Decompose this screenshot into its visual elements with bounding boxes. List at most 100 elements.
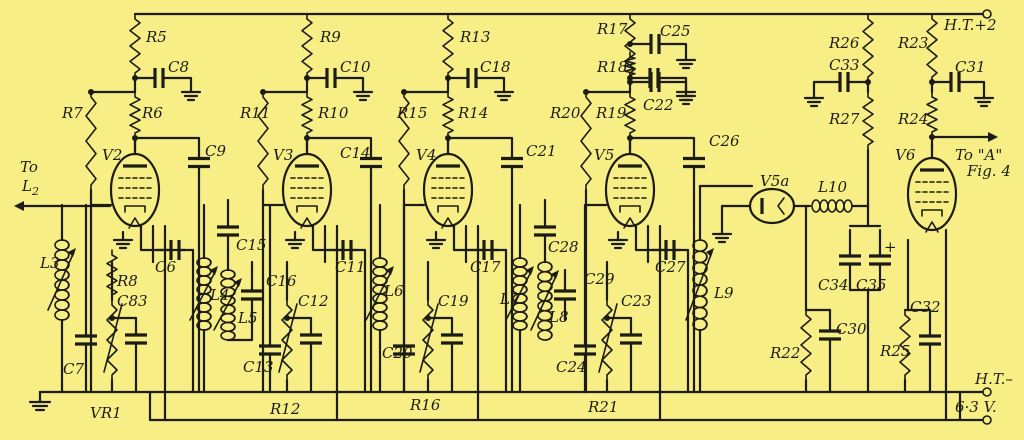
- valve-v4-earth: [425, 230, 447, 250]
- capacitor-c12: [300, 316, 322, 362]
- capacitor-c31: [930, 72, 980, 92]
- label-c6: C6: [155, 258, 176, 276]
- coil-l5: [213, 269, 242, 341]
- valve-v5: [604, 138, 656, 229]
- label-r20: R20: [549, 104, 581, 122]
- label-c16: C16: [266, 272, 297, 290]
- capacitor-c26: [683, 148, 705, 177]
- label-r16: R16: [409, 396, 441, 414]
- label-r10: R10: [317, 104, 349, 122]
- capacitor-c35: [869, 228, 891, 292]
- label-l7: L7: [499, 290, 520, 308]
- resistor-r11: [257, 91, 269, 191]
- label-c25: C25: [660, 22, 691, 40]
- label-r12: R12: [269, 400, 300, 418]
- label-r11: R11: [239, 104, 270, 122]
- resistor-r9: [301, 13, 313, 79]
- label-c23: C23: [621, 292, 652, 310]
- capacitor-c9: [188, 148, 210, 177]
- capacitor-c7: [75, 298, 97, 382]
- label-r23: R23: [897, 34, 928, 52]
- capacitor-c8: [133, 68, 185, 88]
- label-r6: R6: [141, 104, 163, 122]
- label-c8: C8: [168, 58, 189, 76]
- valve-v6: [906, 142, 958, 233]
- label-c32: C32: [910, 298, 941, 316]
- label-c10: C10: [340, 58, 371, 76]
- label-l2-sub: 2: [31, 185, 39, 198]
- c33-earth: [803, 88, 825, 108]
- label-vr1: VR1: [90, 404, 122, 422]
- capacitor-c83: [125, 316, 147, 362]
- label-v6: V6: [895, 146, 916, 164]
- label-c29: C29: [584, 270, 615, 288]
- label-c11: C11: [335, 258, 366, 276]
- label-v4: V4: [416, 146, 436, 164]
- label-63v: 6·3 V.: [955, 398, 997, 416]
- resistor-r26: [862, 13, 874, 83]
- capacitor-c13: [259, 328, 281, 372]
- c31-earth: [973, 88, 995, 108]
- resistor-r20: [580, 91, 592, 191]
- v63-terminal: [982, 415, 992, 425]
- coil-l10: [811, 199, 853, 213]
- capacitor-c25: [628, 68, 680, 88]
- label-c14: C14: [340, 144, 371, 162]
- capacitor-c8-earth: [180, 82, 202, 102]
- valve-v3-earth: [284, 230, 306, 250]
- v5a-earth: [711, 224, 733, 244]
- ht2-terminal: [982, 9, 992, 19]
- label-v2: V2: [102, 146, 122, 164]
- resistor-r19: [624, 91, 636, 139]
- diode-v5a: [720, 187, 812, 228]
- resistor-r7: [85, 91, 97, 191]
- label-c21: C21: [526, 142, 557, 160]
- valve-v2: [109, 138, 161, 229]
- label-v5: V5: [594, 146, 614, 164]
- label-c17: C17: [470, 258, 501, 276]
- label-c7: C7: [63, 360, 84, 378]
- capacitor-c18: [446, 68, 498, 88]
- capacitor-c20: [393, 328, 415, 372]
- capacitor-c14: [360, 148, 382, 177]
- resistor-r25: [899, 309, 911, 381]
- label-c22: C22: [643, 96, 674, 114]
- label-r14: R14: [457, 104, 488, 122]
- label-ht2: H.T.+2: [943, 16, 997, 34]
- resistor-r14: [442, 91, 454, 139]
- label-r22: R22: [769, 344, 800, 362]
- capacitor-c28: [534, 208, 556, 254]
- capacitor-c19: [441, 316, 463, 362]
- labels: To L 2 H.T.+2 H.T.– 6·3 V. To "A" Fig. 4…: [20, 16, 1013, 422]
- label-c24: C24: [556, 358, 587, 376]
- resistor-r6: [129, 91, 141, 139]
- resistor-r24: [926, 91, 938, 138]
- potentiometer-vr1: [106, 249, 118, 301]
- c25-earth: [675, 50, 697, 70]
- resistor-r21: [601, 299, 613, 381]
- label-r17: R17: [596, 20, 628, 38]
- capacitor-c10-earth: [352, 82, 374, 102]
- label-c13: C13: [243, 358, 274, 376]
- capacitor-c33: [818, 72, 870, 92]
- resistor-r8: [106, 299, 118, 381]
- label-r7: R7: [61, 104, 83, 122]
- htminus-terminal: [982, 387, 992, 397]
- label-r8: R8: [116, 272, 138, 290]
- label-l6: L6: [383, 282, 404, 300]
- c22-earth: [675, 86, 697, 106]
- capacitor-c21: [501, 148, 523, 177]
- label-l10: L10: [817, 178, 848, 196]
- label-v5a: V5a: [760, 172, 789, 190]
- resistor-r12: [281, 299, 293, 381]
- label-r21: R21: [587, 398, 618, 416]
- label-c83: C83: [117, 292, 148, 310]
- earth-symbol: [28, 390, 52, 412]
- resistor-r15: [398, 91, 410, 191]
- label-c33: C33: [829, 56, 860, 74]
- label-l8: L8: [548, 308, 569, 326]
- capacitor-c23: [620, 316, 642, 362]
- label-r24: R24: [897, 110, 928, 128]
- resistor-r27: [862, 91, 874, 151]
